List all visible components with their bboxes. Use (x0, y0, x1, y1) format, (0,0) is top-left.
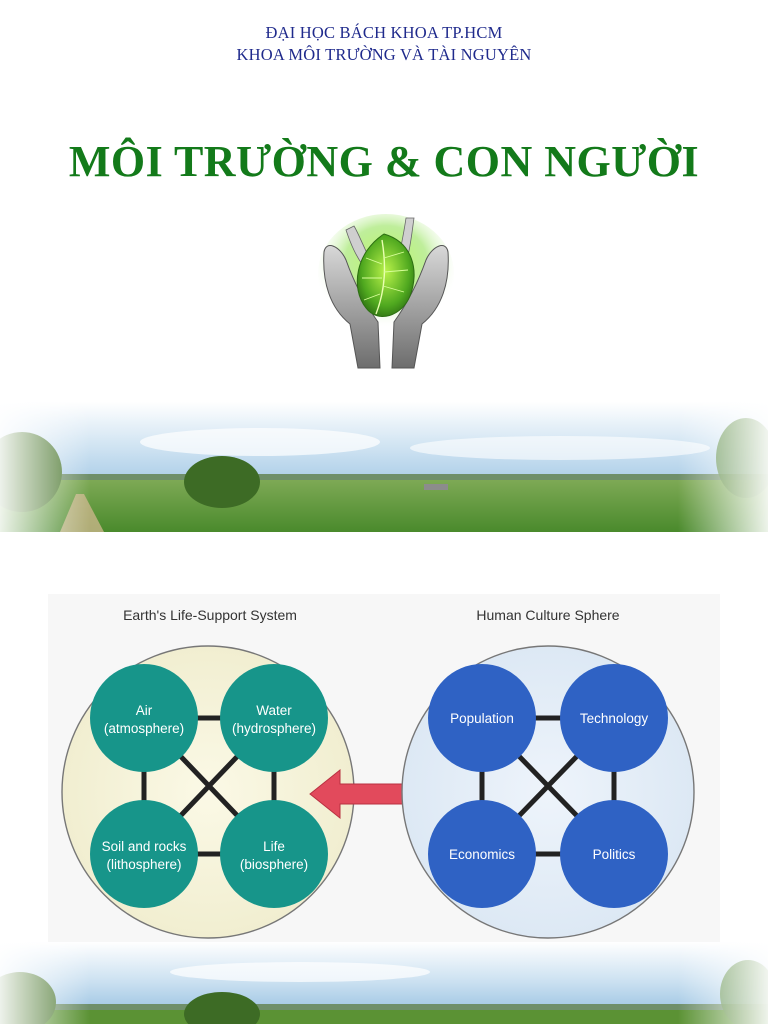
slide-header: ĐẠI HỌC BÁCH KHOA TP.HCM KHOA MÔI TRƯỜNG… (0, 22, 768, 66)
svg-text:Politics: Politics (593, 847, 636, 862)
right-panel-title: Human Culture Sphere (476, 607, 619, 623)
earth-node-water: Water (hydrosphere) (220, 664, 328, 772)
earth-human-diagram: Earth's Life-Support System Air (atmosph… (48, 594, 720, 944)
svg-text:Life: Life (263, 839, 285, 854)
human-node-population: Population (428, 664, 536, 772)
svg-text:(atmosphere): (atmosphere) (104, 721, 184, 736)
svg-text:Population: Population (450, 711, 514, 726)
hands-leaf-image (318, 214, 454, 369)
landscape-photo (0, 402, 768, 532)
svg-text:Soil and rocks: Soil and rocks (102, 839, 187, 854)
diagram-slide: Earth's Life-Support System Air (atmosph… (0, 532, 768, 1024)
svg-text:(hydrosphere): (hydrosphere) (232, 721, 316, 736)
title-slide: ĐẠI HỌC BÁCH KHOA TP.HCM KHOA MÔI TRƯỜNG… (0, 22, 768, 532)
svg-text:Air: Air (136, 703, 153, 718)
svg-text:(lithosphere): (lithosphere) (106, 857, 181, 872)
human-node-technology: Technology (560, 664, 668, 772)
faculty-name: KHOA MÔI TRƯỜNG VÀ TÀI NGUYÊN (236, 45, 532, 64)
landscape-photo-bottom (0, 942, 768, 1024)
svg-text:Technology: Technology (580, 711, 649, 726)
svg-text:(biosphere): (biosphere) (240, 857, 308, 872)
human-node-politics: Politics (560, 800, 668, 908)
slide-title: MÔI TRƯỜNG & CON NGƯỜI (68, 137, 700, 186)
university-name: ĐẠI HỌC BÁCH KHOA TP.HCM (265, 23, 503, 42)
earth-node-soil: Soil and rocks (lithosphere) (90, 800, 198, 908)
human-node-economics: Economics (428, 800, 536, 908)
left-panel-title: Earth's Life-Support System (123, 607, 297, 623)
svg-text:Water: Water (256, 703, 292, 718)
earth-node-air: Air (atmosphere) (90, 664, 198, 772)
svg-text:Economics: Economics (449, 847, 515, 862)
earth-node-life: Life (biosphere) (220, 800, 328, 908)
